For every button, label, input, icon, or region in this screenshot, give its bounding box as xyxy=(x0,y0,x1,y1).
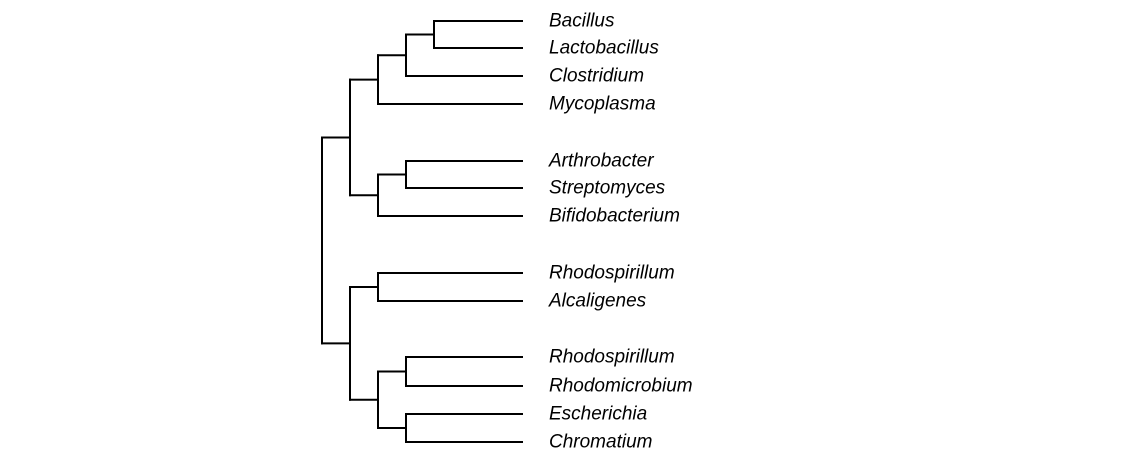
leaf-label: Arthrobacter xyxy=(548,151,654,172)
leaf-label: Alcaligenes xyxy=(548,291,647,312)
leaf-label: Bifidobacterium xyxy=(549,206,680,227)
leaf-label: Chromatium xyxy=(549,432,652,453)
leaf-label: Bacillus xyxy=(549,11,615,32)
leaf-label: Rhodospirillum xyxy=(549,347,675,368)
tree-branches xyxy=(321,20,523,443)
leaf-labels: BacillusLactobacillusClostridiumMycoplas… xyxy=(548,11,693,453)
leaf-label: Lactobacillus xyxy=(549,38,659,59)
leaf-label: Rhodomicrobium xyxy=(549,376,693,397)
leaf-label: Mycoplasma xyxy=(549,94,656,115)
leaf-label: Escherichia xyxy=(549,404,647,425)
leaf-label: Streptomyces xyxy=(549,178,666,199)
leaf-label: Rhodospirillum xyxy=(549,263,675,284)
leaf-label: Clostridium xyxy=(549,66,644,87)
